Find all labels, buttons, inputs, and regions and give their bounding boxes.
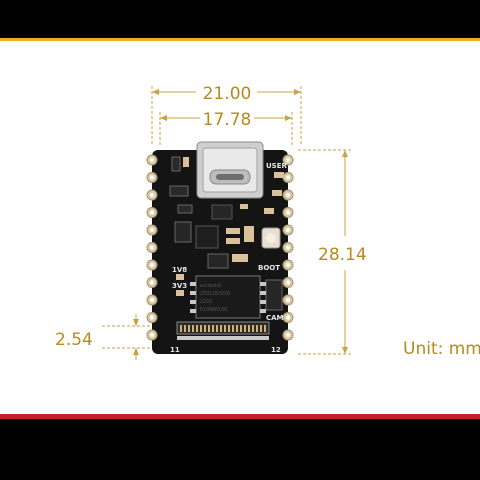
left-castellated-pads (146, 154, 158, 341)
boot-label: BOOT (258, 264, 280, 272)
fpc-pin (180, 325, 182, 332)
fpc-pin (224, 325, 226, 332)
pad-hole (149, 175, 155, 180)
fpc-pin (232, 325, 234, 332)
fpc-pin (208, 325, 210, 332)
fpc-pin (188, 325, 190, 332)
pin-12-label: 12 (271, 346, 281, 354)
pad-hole (149, 297, 155, 303)
fpc-pin (240, 325, 242, 332)
chip-leg (260, 291, 266, 295)
pad-hole (285, 192, 291, 198)
smd-components (169, 156, 284, 311)
chip-brand-text: winbond (200, 283, 221, 289)
pad-hole (285, 175, 291, 180)
pad-hole (149, 280, 155, 285)
chip-leg (260, 309, 266, 313)
fpc-pin (196, 325, 198, 332)
top-black-band (0, 0, 480, 40)
pad-hole (149, 245, 155, 250)
unit-label: Unit: mm (403, 339, 480, 359)
pad-hole (285, 315, 291, 320)
pad-hole (149, 210, 155, 215)
pad-hole (149, 332, 155, 338)
pad-hole (149, 227, 155, 233)
fpc-pin (248, 325, 250, 332)
top-accent-line (0, 38, 480, 41)
fpc-pin (184, 325, 186, 332)
right-castellated-pads (282, 154, 294, 341)
voltage-label-3v3: 3V3 (172, 282, 187, 290)
chip-leg (190, 300, 196, 304)
pin-pitch-value: 2.54 (55, 330, 93, 350)
fpc-pin (244, 325, 246, 332)
board-height-value: 28.14 (318, 245, 367, 265)
flash-chip: winbond 25Q128JVSQ 2203 6109B6100 (190, 275, 266, 319)
fpc-pin (200, 325, 202, 332)
dimension-lines (102, 86, 352, 360)
bottom-accent-line (0, 414, 480, 419)
pad-hole (285, 332, 291, 338)
pad-hole (285, 210, 291, 215)
chip-leg (260, 282, 266, 286)
fpc-pin (252, 325, 254, 332)
pad-hole (149, 192, 155, 198)
fpc-pin (212, 325, 214, 332)
fpc-pin (192, 325, 194, 332)
pad-hole (285, 262, 291, 268)
fpc-pin (260, 325, 262, 332)
fpc-pin (264, 325, 266, 332)
pad-hole (285, 297, 291, 303)
chip-leg (190, 291, 196, 295)
pad-hole (285, 227, 291, 233)
chip-leg (190, 282, 196, 286)
chip-line-3: 6109B6100 (200, 307, 227, 313)
pad-span-value: 17.78 (203, 110, 252, 130)
pad-hole (149, 157, 155, 163)
fpc-pin (228, 325, 230, 332)
fpc-pin (256, 325, 258, 332)
pad-hole (149, 315, 155, 320)
camera-connector (176, 321, 270, 340)
fpc-pin (216, 325, 218, 332)
pad-hole (149, 262, 155, 268)
chip-line-2: 2203 (200, 299, 212, 305)
bottom-black-band (0, 419, 480, 480)
pin-11-label: 11 (170, 346, 180, 354)
dimension-arrows (133, 89, 348, 355)
chip-line-1: 25Q128JVSQ (200, 291, 230, 297)
fpc-pin (220, 325, 222, 332)
pad-hole (285, 157, 291, 163)
fpc-pin (204, 325, 206, 332)
cam-label: CAM (266, 314, 284, 322)
pad-hole (285, 280, 291, 285)
pad-hole (285, 245, 291, 250)
fpc-pin (236, 325, 238, 332)
chip-leg (260, 300, 266, 304)
chip-leg (190, 309, 196, 313)
usb-c-connector (196, 141, 264, 199)
user-label: USER (266, 162, 288, 170)
voltage-label-1v8: 1V8 (172, 266, 187, 274)
board-width-value: 21.00 (203, 84, 252, 104)
